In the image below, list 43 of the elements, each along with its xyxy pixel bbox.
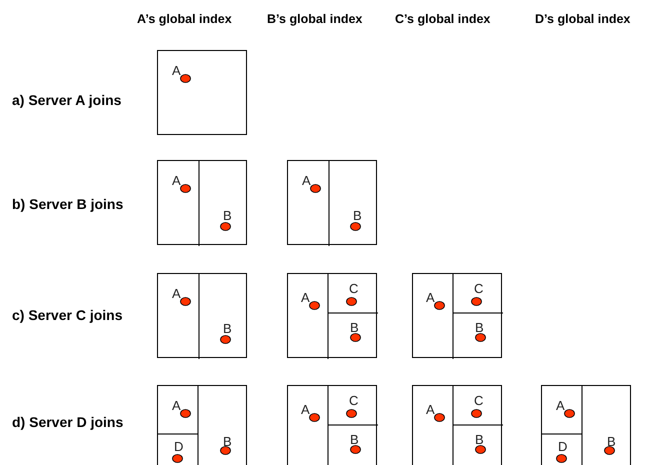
column-header: C’s global index — [395, 12, 490, 26]
server-letter: B — [475, 321, 484, 334]
server-letter: B — [353, 209, 362, 222]
index-square — [157, 273, 247, 358]
index-square — [287, 160, 377, 245]
column-header: B’s global index — [267, 12, 362, 26]
server-letter: B — [607, 435, 616, 448]
index-square — [157, 160, 247, 245]
column-header: A’s global index — [137, 12, 232, 26]
index-square — [287, 273, 377, 358]
server-letter: D — [558, 440, 568, 453]
index-square — [412, 273, 502, 358]
row-label: c) Server C joins — [12, 307, 122, 323]
index-square — [157, 50, 247, 135]
index-square — [287, 385, 377, 465]
server-letter: A — [556, 399, 565, 412]
server-letter: D — [174, 440, 184, 453]
column-header: D’s global index — [535, 12, 630, 26]
row-label: d) Server D joins — [12, 414, 124, 430]
server-letter: C — [349, 282, 358, 295]
server-letter: B — [223, 435, 232, 448]
index-square — [157, 385, 247, 465]
server-letter: B — [350, 321, 359, 334]
server-letter: C — [349, 394, 358, 407]
server-letter: B — [475, 433, 484, 446]
server-letter: A — [426, 403, 435, 416]
server-letter: A — [301, 291, 310, 304]
server-letter: A — [301, 403, 310, 416]
server-letter: A — [172, 287, 181, 300]
server-letter: B — [223, 322, 232, 335]
server-letter: C — [474, 282, 484, 295]
server-letter: C — [474, 394, 484, 407]
row-label: a) Server A joins — [12, 92, 122, 108]
server-letter: A — [172, 64, 181, 77]
row-label: b) Server B joins — [12, 196, 124, 212]
server-letter: A — [302, 174, 311, 187]
server-letter: A — [172, 399, 181, 412]
server-letter: B — [223, 209, 232, 222]
server-letter: A — [426, 291, 435, 304]
server-letter: B — [350, 433, 359, 446]
index-square — [412, 385, 502, 465]
index-square — [541, 385, 631, 465]
server-letter: A — [172, 174, 181, 187]
